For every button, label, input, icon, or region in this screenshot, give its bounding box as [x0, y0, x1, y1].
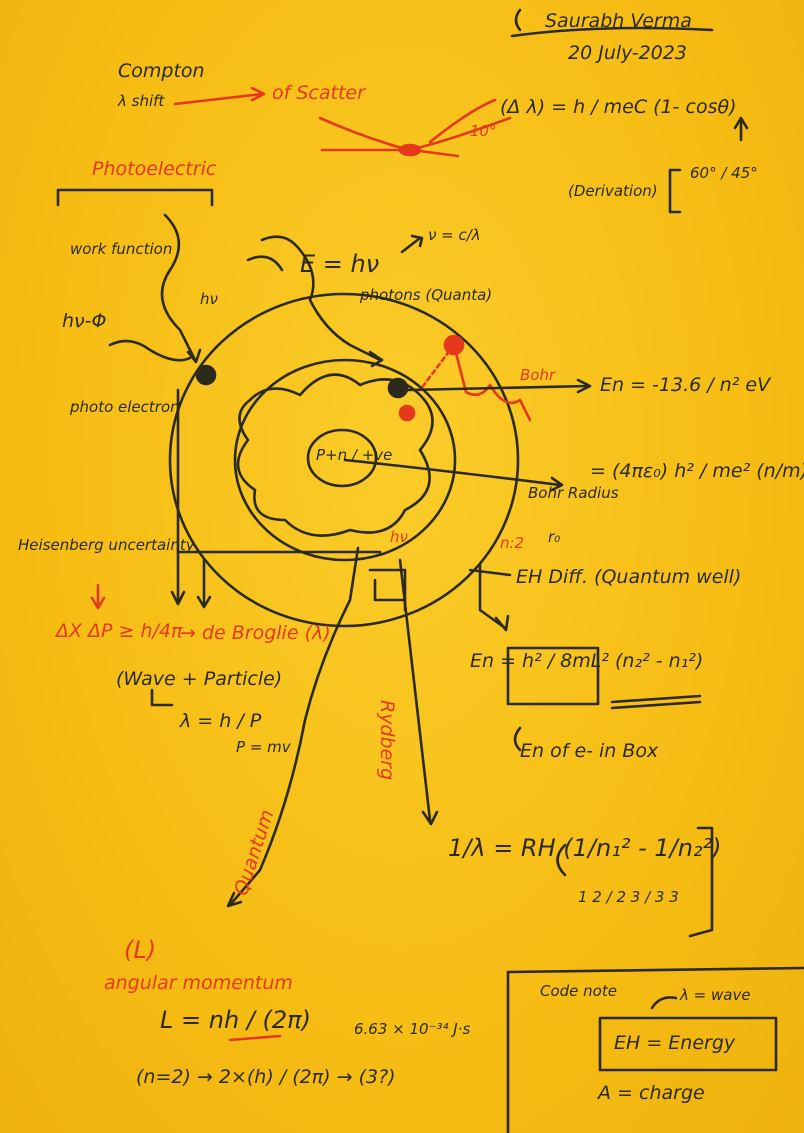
debroglie-label: → de Broglie (λ) [180, 622, 331, 644]
photo-electron-label: photo electron [70, 398, 180, 416]
bohr-r0: r₀ [548, 528, 561, 546]
code-lambda: λ = wave [680, 986, 751, 1004]
frequency-formula: ν = c/λ [428, 226, 481, 244]
bohr-radius-label: Bohr Radius [528, 484, 619, 502]
momentum-formula: P = mv [236, 738, 291, 756]
energy-formula: E = hν [300, 250, 380, 278]
rydberg-formula: 1/λ = RH (1/n₁² - 1/n₂²) [448, 834, 722, 862]
bohr-energy-formula: En = -13.6 / n² eV [600, 374, 771, 396]
code-charge: A = charge [598, 1082, 705, 1104]
angular-formula: L = nh / (2π) [160, 1006, 311, 1034]
code-note-title: Code note [540, 982, 617, 1000]
photons-label: photons (Quanta) [360, 286, 493, 304]
rydberg-label: Rydberg [376, 700, 398, 781]
compton-derivation: (Derivation) [568, 182, 658, 200]
particle-in-box-caption: En of e- in Box [520, 740, 659, 762]
hv-small-label: hν [390, 528, 408, 546]
compton-title: Compton [118, 60, 205, 82]
n2-label: n:2 [500, 534, 525, 552]
bohr-label: Bohr [520, 366, 556, 384]
photoelectric-hv: hν [200, 290, 218, 308]
author-name: Saurabh Verma [545, 10, 692, 32]
code-energy: EH = Energy [614, 1032, 736, 1054]
heisenberg-formula: ΔX ΔP ≥ h/4π [56, 620, 183, 642]
compton-angles: 60° / 45° [690, 164, 758, 182]
rydberg-pairs: 1 2 / 2 3 / 3 3 [578, 888, 679, 906]
nucleus-label: P+n / +ve [316, 446, 393, 464]
debroglie-lambda: λ = h / P [180, 710, 262, 732]
photoelectric-title: Photoelectric [92, 158, 217, 180]
quantum-well-title: EH Diff. (Quantum well) [516, 566, 742, 588]
work-function-label: work function [70, 240, 173, 258]
compton-scatter: of Scatter [272, 82, 365, 104]
angular-L: (L) [124, 936, 157, 964]
heisenberg-title: Heisenberg uncertainty [18, 536, 195, 554]
note-date: 20 July-2023 [568, 42, 687, 64]
compton-shift: λ shift [118, 92, 165, 110]
hv-minus-phi: hν-Φ [62, 310, 107, 332]
bohr-radius-formula: = (4πε₀) h² / me² (n/m) [590, 460, 804, 482]
particle-in-box-formula: En = h² / 8mL² (n₂² - n₁²) [470, 650, 704, 672]
compton-formula: (Δ λ) = h / meC (1- cosθ) [500, 96, 737, 118]
planck-constant: 6.63 × 10⁻³⁴ J·s [354, 1020, 471, 1038]
wave-particle-label: (Wave + Particle) [116, 668, 283, 690]
angular-n2: (n=2) → 2×(h) / (2π) → (3?) [136, 1066, 396, 1088]
compton-angle: 10° [470, 122, 497, 140]
angular-title: angular momentum [104, 972, 293, 994]
